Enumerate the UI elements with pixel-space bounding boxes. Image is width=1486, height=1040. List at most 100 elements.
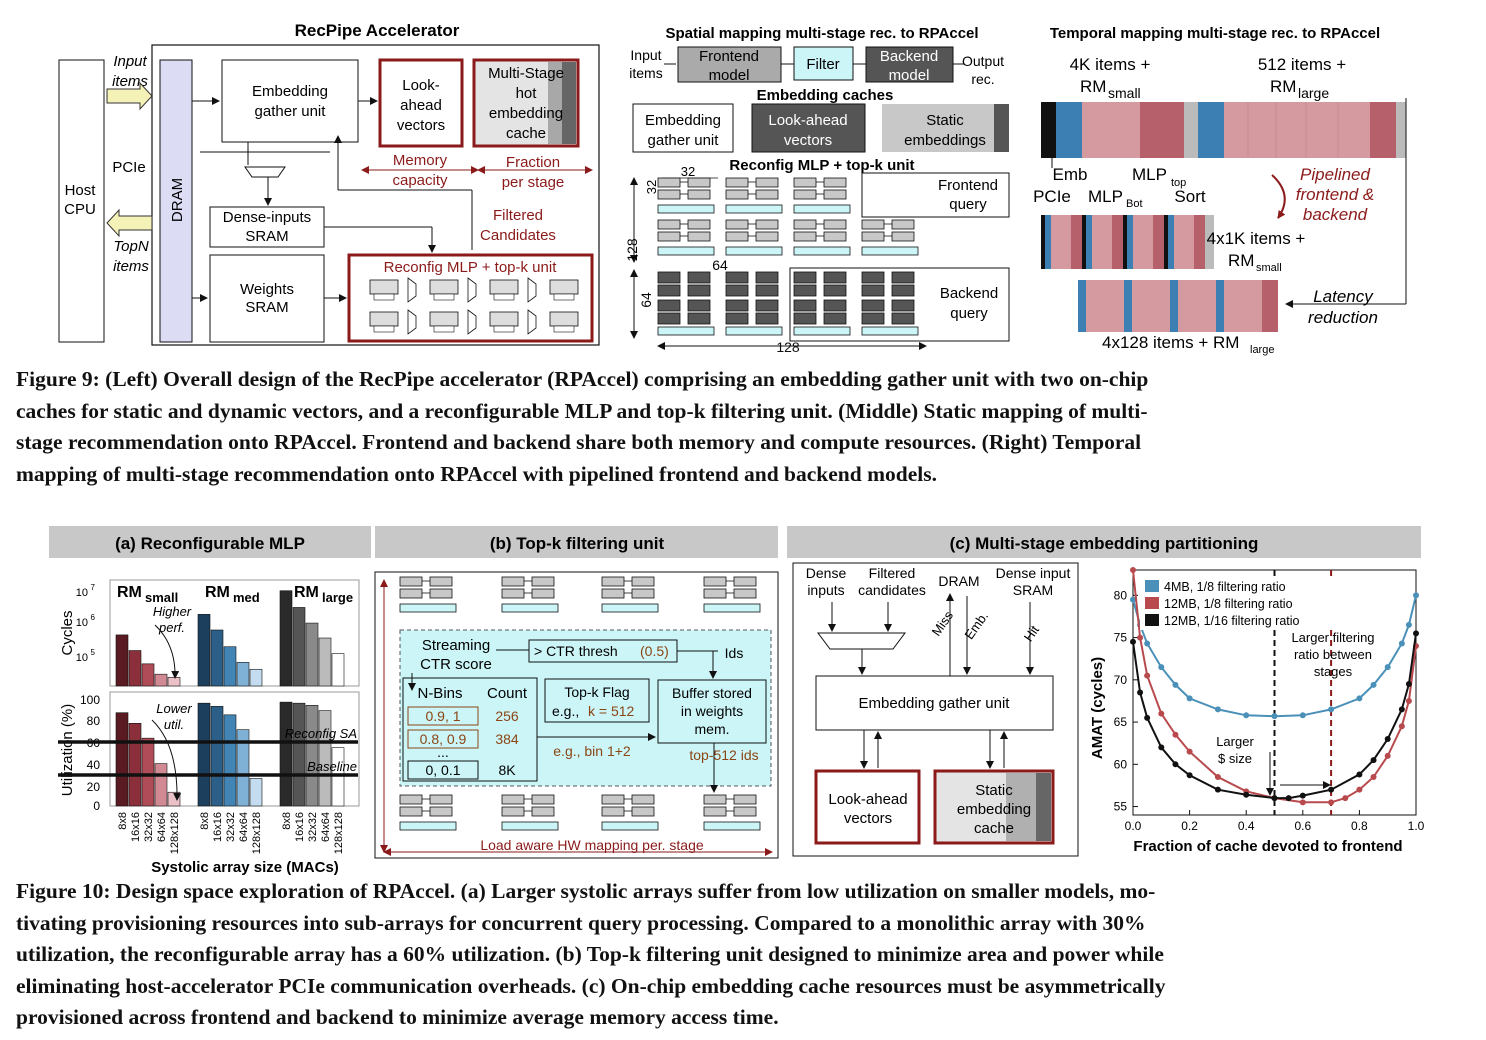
- mini-array: [489, 311, 519, 327]
- higher-perf-2: perf.: [158, 620, 185, 635]
- count-header: Count: [487, 685, 528, 702]
- filtered-cand-2: candidates: [858, 582, 926, 598]
- amat-point-2: [1243, 791, 1250, 798]
- frontend-sa-cell: [725, 219, 749, 230]
- nbins-header: N-Bins: [417, 685, 462, 702]
- amat-line-2: [1132, 633, 1417, 800]
- cycle-tick-1e7-exp: 7: [91, 583, 96, 592]
- mlpbot-segment: [1082, 102, 1140, 158]
- frontend-sa-cell: [687, 219, 711, 230]
- label-512-rm: RM: [1270, 77, 1296, 96]
- fig9-middle-title: Spatial mapping multi-stage rec. to RPAc…: [665, 25, 978, 42]
- spatial-lookahead-label-2: vectors: [784, 132, 832, 149]
- amat-point-1: [1158, 710, 1165, 717]
- amat-xtick-label: 0.4: [1238, 819, 1255, 833]
- mlpbot-segment: [1178, 280, 1216, 332]
- mlptop-sub: top: [1171, 177, 1186, 189]
- amat-ytick-label: 65: [1114, 715, 1128, 729]
- size-tick-64x64: 64x64: [156, 812, 168, 842]
- emb-segment: [1086, 215, 1092, 269]
- spatial-input-2: items: [629, 65, 662, 81]
- nbins-box: [402, 677, 538, 782]
- backend-sa-cell: [657, 284, 681, 297]
- amat-point-2: [1384, 735, 1391, 742]
- filtered-cand-1: Filtered: [869, 565, 916, 581]
- amat-point-2: [1356, 771, 1363, 778]
- mlpbot-segment: [1224, 280, 1262, 332]
- embedding-gather-label-1: Embedding: [252, 83, 328, 100]
- size-tick-16x16: 16x16: [294, 812, 306, 842]
- frontend-sa-cell: [755, 231, 779, 242]
- emb-segment: [1170, 280, 1178, 332]
- amat-point-2: [1370, 757, 1377, 764]
- pipelined-label-3: backend: [1303, 205, 1368, 224]
- cycles-bar-chart: [115, 590, 345, 687]
- amat-point-0: [1413, 592, 1419, 599]
- topk-top-sa-cell: [501, 576, 525, 587]
- mini-array-out: [553, 293, 575, 301]
- spatial-lookahead-label-1: Look-ahead: [768, 112, 847, 129]
- latency-label-1: Latency: [1313, 287, 1374, 306]
- mini-array: [489, 279, 519, 295]
- weights-sram-box: [209, 254, 325, 343]
- mini-reducer: [527, 309, 537, 335]
- dim-64-mid: 64: [712, 257, 728, 273]
- topk-bottom-sa-cell: [501, 794, 525, 805]
- bin-3-range: 0, 0.1: [425, 762, 460, 778]
- topk-sa-blocks: [399, 576, 761, 831]
- pipelined-label-1: Pipelined: [1300, 165, 1370, 184]
- amat-point-0: [1214, 706, 1221, 713]
- dense-inputs-2: inputs: [807, 582, 844, 598]
- mlpbot-segment: [1086, 280, 1124, 332]
- mini-array: [429, 311, 459, 327]
- topk-top-sa-cell: [429, 588, 453, 599]
- amat-point-0: [1130, 596, 1136, 603]
- cycle-tick-1e6-exp: 6: [91, 613, 96, 622]
- frontend-sa-cell: [823, 177, 847, 188]
- amat-point-1: [1356, 786, 1363, 793]
- size-tick-32x32: 32x32: [225, 812, 237, 842]
- spatial-lookahead-box: [751, 103, 866, 153]
- amat-point-2: [1186, 772, 1193, 779]
- spatial-sa-grid: [657, 177, 925, 336]
- cache-label-2: hot: [516, 85, 538, 102]
- backend-sa-bar: [657, 326, 715, 336]
- topk-top-sa-bar: [399, 603, 457, 613]
- topk-top-sa-cell: [399, 588, 423, 599]
- topk-frame: [374, 571, 779, 859]
- header-a: (a) Reconfigurable MLP: [115, 534, 305, 553]
- mlptop-segment: [1112, 215, 1123, 269]
- backend-sa-cell: [687, 312, 711, 325]
- embedding-caches-label: Embedding caches: [757, 87, 894, 104]
- mini-reducer: [467, 277, 477, 303]
- buffer-label-1: Buffer stored: [672, 685, 752, 701]
- fig10-caption-line: eliminating host-accelerator PCIe commun…: [16, 973, 1166, 998]
- input-items-label-1: Input: [113, 53, 147, 70]
- amat-point-0: [1299, 712, 1306, 719]
- frontend-sa-cell: [823, 231, 847, 242]
- label-4k-1: 4K items +: [1070, 55, 1151, 74]
- topk-top-sa-cell: [501, 588, 525, 599]
- topk-bottom-sa-bar: [501, 821, 559, 831]
- topn-items-label-1: TopN: [113, 238, 148, 255]
- size-tick-8x8: 8x8: [281, 812, 293, 830]
- util-bar-RMlarge-8x8: [279, 701, 293, 807]
- mini-reducer: [467, 309, 477, 335]
- backend-sa-cell: [891, 312, 915, 325]
- spatial-static-label-1: Static: [926, 112, 964, 129]
- frontend-sa-cell: [725, 231, 749, 242]
- cache-partition-1: [548, 62, 562, 144]
- backend-sa-cell: [891, 284, 915, 297]
- amat-point-2: [1413, 630, 1419, 637]
- backend-sa-cell: [793, 271, 817, 284]
- weights-sram-label-2: SRAM: [245, 299, 288, 316]
- miss-label: Miss: [929, 608, 957, 639]
- mini-array-out: [433, 325, 455, 333]
- legend-label-0: 4MB, 1/8 filtering ratio: [1164, 580, 1286, 594]
- mlpbot-segment: [1224, 102, 1370, 158]
- buffer-label-2: in weights: [681, 703, 743, 719]
- frontend-sa-cell: [657, 231, 681, 242]
- amat-point-2: [1285, 795, 1292, 802]
- bin-1-range: 0.9, 1: [425, 708, 460, 724]
- amat-ytick-label: 55: [1114, 800, 1128, 814]
